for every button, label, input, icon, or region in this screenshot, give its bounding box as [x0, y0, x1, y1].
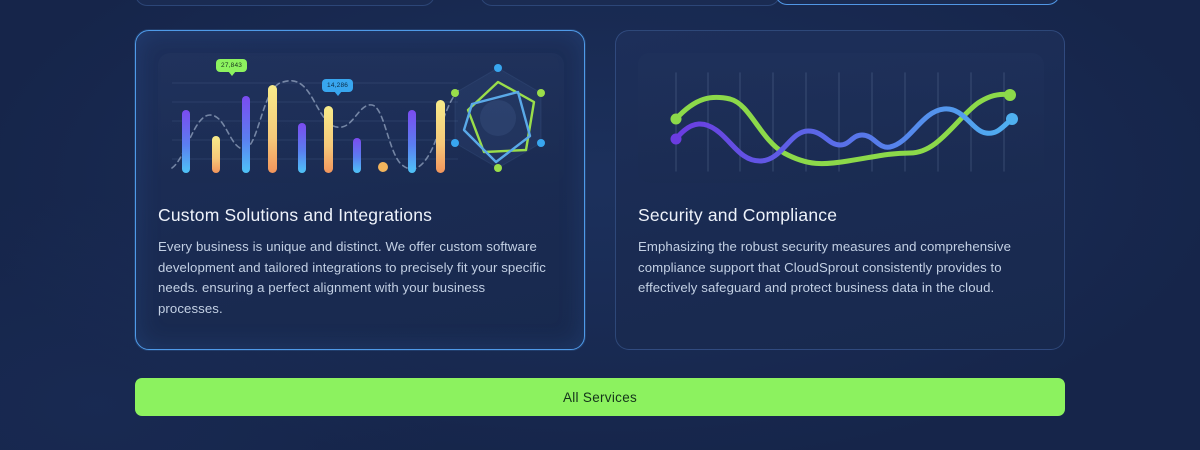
blue-line-start-dot	[670, 133, 682, 145]
blue-line-end-dot	[1006, 113, 1018, 125]
card-description: Emphasizing the robust security measures…	[638, 239, 1012, 295]
partial-card-left[interactable]	[135, 0, 435, 6]
bar-chart-illustration: 27,843 14,286	[158, 53, 564, 183]
card-description: Every business is unique and distinct. W…	[158, 239, 546, 316]
tooltip-secondary-label: 14,286	[327, 82, 349, 89]
partial-cards-row	[0, 0, 1200, 16]
card-title: Custom Solutions and Integrations	[158, 205, 433, 225]
partial-card-middle[interactable]	[480, 0, 780, 6]
green-line-end-dot	[1004, 89, 1016, 101]
tooltip-primary-label: 27,843	[221, 62, 243, 69]
green-line-start-dot	[670, 113, 682, 125]
service-card-custom-solutions[interactable]: 27,843 14,286 Custom Solutions and Integ…	[135, 30, 585, 350]
partial-card-right[interactable]	[775, 0, 1060, 5]
tooltip-primary: 27,843	[216, 59, 248, 76]
line-chart-illustration	[638, 53, 1044, 183]
service-card-security-compliance[interactable]: Security and Compliance Emphasizing the …	[615, 30, 1065, 350]
card-title: Security and Compliance	[638, 205, 838, 225]
service-cards-row: 27,843 14,286 Custom Solutions and Integ…	[0, 30, 1200, 350]
all-services-button[interactable]: All Services	[135, 378, 1065, 416]
radar-chart-icon	[451, 64, 545, 172]
tooltip-secondary: 14,286	[322, 79, 354, 96]
